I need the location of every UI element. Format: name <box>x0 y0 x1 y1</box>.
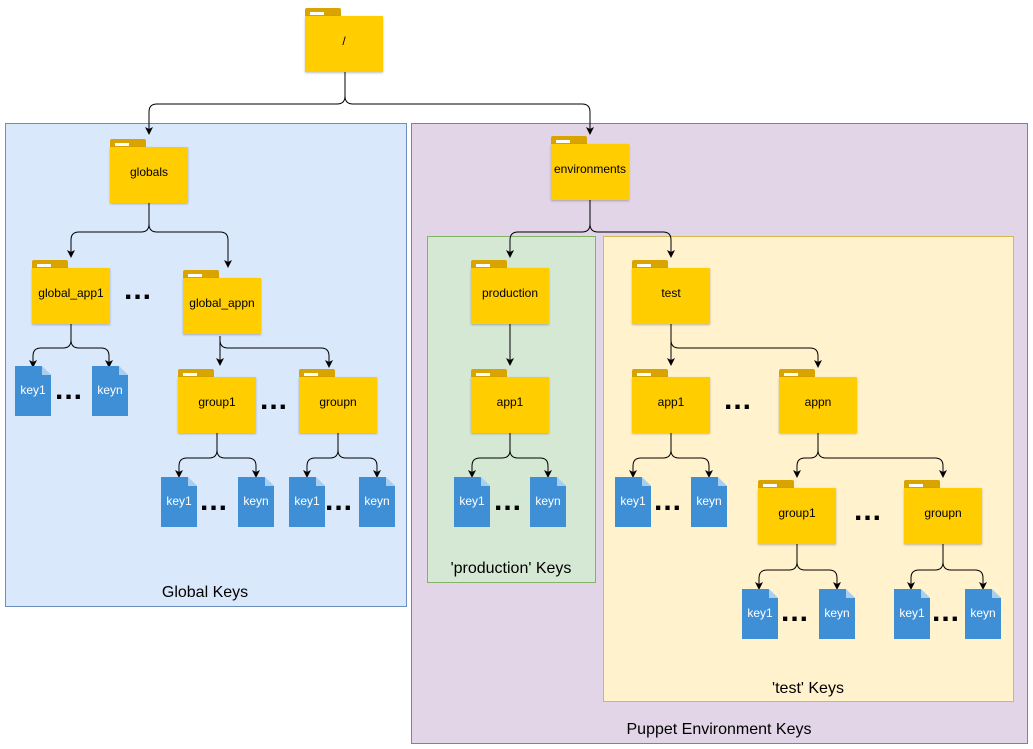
file-label: keyn <box>970 606 996 620</box>
file-label: key1 <box>20 383 46 397</box>
file-label: keyn <box>243 494 269 508</box>
root-folder-icon[interactable]: / <box>305 8 383 72</box>
file-label: keyn <box>696 494 722 508</box>
file-label: key1 <box>166 494 192 508</box>
file-label: keyn <box>364 494 390 508</box>
global-groupn-folder-icon[interactable]: groupn <box>299 369 377 433</box>
test-group1-keyn-file-icon[interactable]: keyn <box>819 589 855 639</box>
production-keys-label: 'production' Keys <box>450 560 572 577</box>
test-keys-label: 'test' Keys <box>772 680 844 697</box>
production-folder-icon[interactable]: production <box>471 260 549 324</box>
test-app1-key1-file-icon[interactable]: key1 <box>615 477 651 527</box>
file-label: key1 <box>294 494 320 508</box>
folder-label: groupn <box>924 506 962 520</box>
folder-label: global_app1 <box>38 286 104 300</box>
folder-label: group1 <box>198 395 236 409</box>
global-app1-folder-icon[interactable]: global_app1 <box>32 260 110 324</box>
production-key1-file-icon[interactable]: key1 <box>454 477 490 527</box>
test-groupn-key1-file-icon[interactable]: key1 <box>894 589 930 639</box>
global-app1-keyn-file-icon[interactable]: keyn <box>92 366 128 416</box>
ellipsis: ... <box>494 484 523 517</box>
folder-label: / <box>342 34 346 48</box>
ellipsis: ... <box>55 373 84 406</box>
environment-keys-label: Puppet Environment Keys <box>626 721 812 738</box>
folder-label: app1 <box>496 395 524 409</box>
test-app1-keyn-file-icon[interactable]: keyn <box>691 477 727 527</box>
test-group1-key1-file-icon[interactable]: key1 <box>742 589 778 639</box>
file-label: keyn <box>535 494 561 508</box>
global-group1-keyn-file-icon[interactable]: keyn <box>238 477 274 527</box>
file-label: key1 <box>747 606 773 620</box>
folder-label: global_appn <box>189 296 255 310</box>
ellipsis: ... <box>724 383 753 416</box>
environments-folder-icon[interactable]: environments <box>551 136 629 200</box>
production-app1-folder-icon[interactable]: app1 <box>471 369 549 433</box>
ellipsis: ... <box>260 383 289 416</box>
test-group1-folder-icon[interactable]: group1 <box>758 480 836 544</box>
test-groupn-folder-icon[interactable]: groupn <box>904 480 982 544</box>
folder-label: group1 <box>778 506 816 520</box>
folder-label: test <box>661 286 681 300</box>
ellipsis: ... <box>325 484 354 517</box>
global-groupn-key1-file-icon[interactable]: key1 <box>289 477 325 527</box>
folder-label: environments <box>553 162 627 176</box>
folder-label: app1 <box>657 395 685 409</box>
test-folder-icon[interactable]: test <box>632 260 710 324</box>
global-group1-key1-file-icon[interactable]: key1 <box>161 477 197 527</box>
ellipsis: ... <box>781 595 810 628</box>
file-label: key1 <box>899 606 925 620</box>
ellipsis: ... <box>932 595 961 628</box>
ellipsis: ... <box>124 273 153 306</box>
globals-folder-icon[interactable]: globals <box>110 139 188 203</box>
test-app1-folder-icon[interactable]: app1 <box>632 369 710 433</box>
ellipsis: ... <box>200 484 229 517</box>
file-label: key1 <box>620 494 646 508</box>
production-keyn-file-icon[interactable]: keyn <box>530 477 566 527</box>
folder-label: production <box>481 286 539 300</box>
global-group1-folder-icon[interactable]: group1 <box>178 369 256 433</box>
global-groupn-keyn-file-icon[interactable]: keyn <box>359 477 395 527</box>
global-app1-key1-file-icon[interactable]: key1 <box>15 366 51 416</box>
file-label: keyn <box>97 383 123 397</box>
folder-label: globals <box>129 165 169 179</box>
global-appn-folder-icon[interactable]: global_appn <box>183 270 261 334</box>
test-groupn-keyn-file-icon[interactable]: keyn <box>965 589 1001 639</box>
folder-label: groupn <box>319 395 357 409</box>
global-keys-region <box>5 123 407 607</box>
global-keys-label: Global Keys <box>161 584 249 601</box>
ellipsis: ... <box>654 484 683 517</box>
file-label: key1 <box>459 494 485 508</box>
folder-label: appn <box>804 395 832 409</box>
test-appn-folder-icon[interactable]: appn <box>779 369 857 433</box>
ellipsis: ... <box>854 494 883 527</box>
file-label: keyn <box>824 606 850 620</box>
